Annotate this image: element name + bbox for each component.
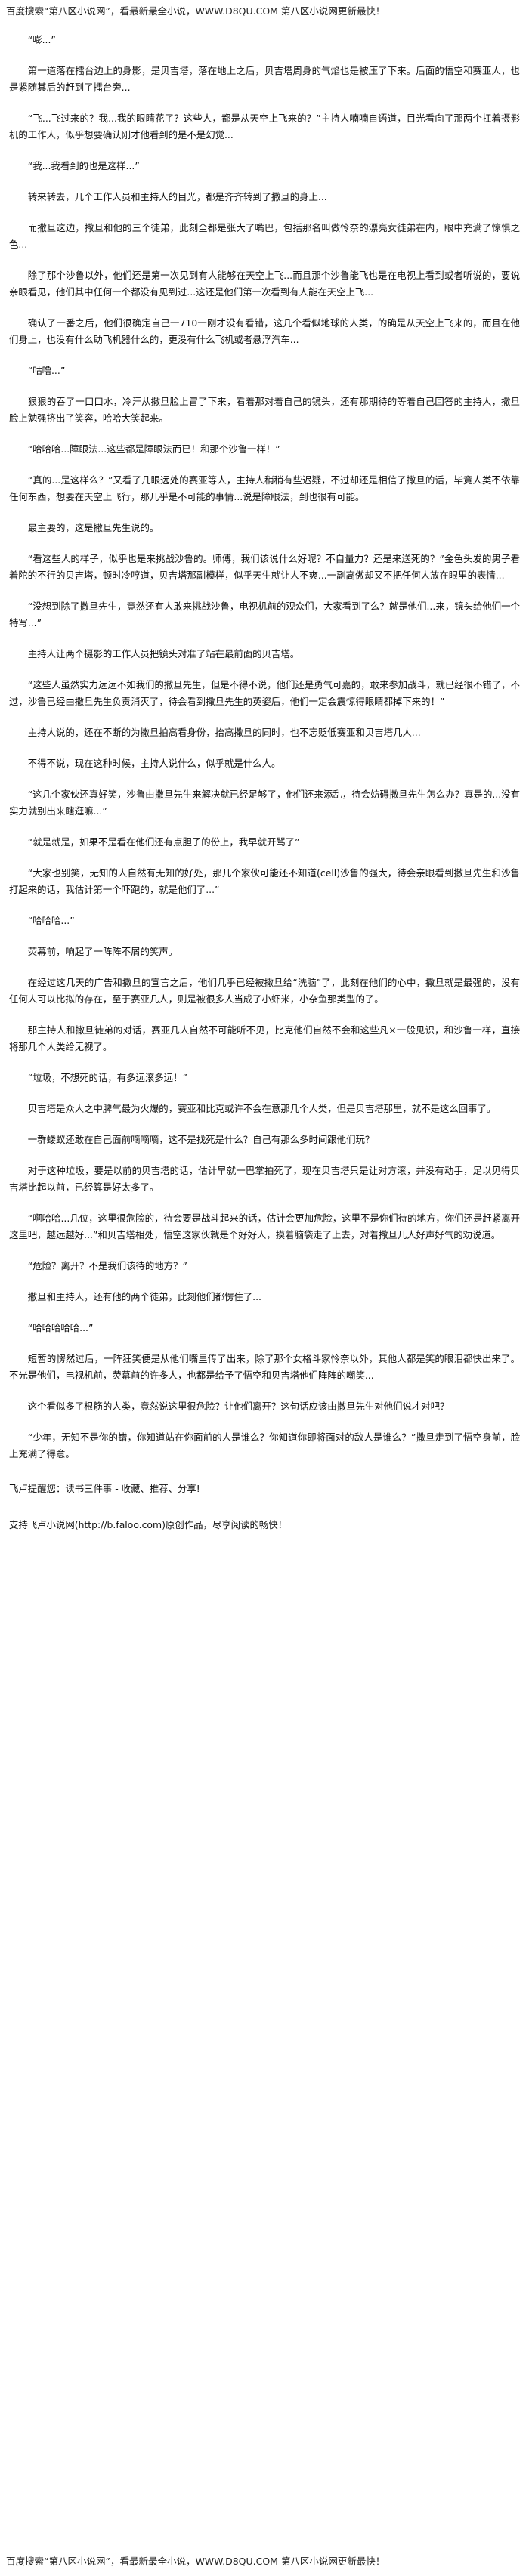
story-paragraph: 撒旦和主持人，还有他的两个徒弟，此刻他们都愣住了... bbox=[27, 1291, 261, 1302]
story-paragraph: 荧幕前，响起了一阵阵不屑的笑声。 bbox=[27, 946, 178, 957]
story-paragraph: “真的...是这样么？”又看了几眼远处的赛亚等人，主持人稍稍有些迟疑，不过却还是… bbox=[9, 474, 520, 502]
faloo-link[interactable]: http://b.faloo.com bbox=[78, 1519, 162, 1530]
top-banner: 百度搜索“第八区小说网”，看最新最全小说，WWW.D8QU.COM 第八区小说网… bbox=[0, 0, 529, 21]
support-suffix: )原创作品，尽享阅读的畅快！ bbox=[162, 1519, 288, 1530]
story-paragraph: 而撒旦这边，撒旦和他的三个徒弟，此刻全都是张大了嘴巴，包括那名叫做怜奈的漂亮女徒… bbox=[9, 222, 520, 250]
story-paragraph: “这些人虽然实力远远不如我们的撒旦先生，但是不得不说，他们还是勇气可嘉的，敢来参… bbox=[9, 679, 520, 707]
story-paragraph: 贝吉塔是众人之中脾气最为火爆的，赛亚和比克或许不会在意那几个人类，但是贝吉塔那里… bbox=[27, 1103, 497, 1114]
story-paragraph: “哈哈哈...” bbox=[27, 915, 75, 926]
story-paragraph: “没想到除了撒旦先生，竟然还有人敢来挑战沙鲁，电视机前的观众们，大家看到了么？就… bbox=[9, 601, 520, 629]
bottom-banner-text: 百度搜索“第八区小说网”，看最新最全小说，WWW.D8QU.COM 第八区小说网… bbox=[6, 2556, 385, 2567]
story-paragraph: “咕噜...” bbox=[27, 365, 66, 376]
support-prefix: 支持飞卢小说网( bbox=[9, 1519, 79, 1530]
story-paragraph: 转来转去，几个工作人员和主持人的目光，都是齐齐转到了撒旦的身上... bbox=[27, 191, 327, 202]
story-paragraph: 短暂的愣然过后，一阵狂笑便是从他们嘴里传了出来，除了那个女格斗家怜奈以外，其他人… bbox=[9, 1353, 520, 1381]
story-paragraph: “少年，无知不是你的错，你知道站在你面前的人是谁么？你知道你即将面对的敌人是谁么… bbox=[9, 1432, 520, 1459]
story-paragraph: 主持人说的，还在不断的为撒旦拍高看身份，抬高撒旦的同时，也不忘贬低赛亚和贝吉塔几… bbox=[27, 727, 421, 738]
story-paragraph: 第一道落在擂台边上的身影，是贝吉塔，落在地上之后，贝吉塔周身的气焰也是被压了下来… bbox=[9, 65, 520, 93]
bottom-banner: 百度搜索“第八区小说网”，看最新最全小说，WWW.D8QU.COM 第八区小说网… bbox=[0, 2547, 529, 2576]
story-paragraph: “嘭...” bbox=[27, 34, 56, 45]
story-paragraph: “垃圾，不想死的话，有多远滚多远！” bbox=[27, 1072, 187, 1083]
story-paragraph: “危险？离开？不是我们该待的地方？” bbox=[27, 1260, 187, 1271]
story-paragraph: 不得不说，现在这种时候，主持人说什么，似乎就是什么人。 bbox=[27, 758, 281, 769]
story-paragraph: 一群蝼蚁还敢在自己面前嘀嘀嘀，这不是找死是什么？自己有那么多时间跟他们玩？ bbox=[27, 1134, 375, 1145]
story-paragraph: 这个看似多了根筋的人类，竟然说这里很危险？让他们离开？这句话应该由撒旦先生对他们… bbox=[27, 1401, 450, 1412]
top-banner-text: 百度搜索“第八区小说网”，看最新最全小说，WWW.D8QU.COM 第八区小说网… bbox=[6, 5, 385, 17]
story-paragraph: “啊哈哈...几位，这里很危险的，待会要是战斗起来的话，估计会更加危险，这里不是… bbox=[9, 1212, 520, 1240]
story-paragraph: 那主持人和撒旦徒弟的对话，赛亚几人自然不可能听不见，比克他们自然不会和这些凡×一… bbox=[9, 1024, 520, 1052]
story-paragraph: 最主要的，这是撒旦先生说的。 bbox=[27, 522, 159, 533]
story-paragraph: “就是就是，如果不是看在他们还有点胆子的份上，我早就开骂了” bbox=[27, 836, 300, 848]
story-paragraph: 在经过这几天的广告和撒旦的宣言之后，他们几乎已经被撒旦给“洗脑”了，此刻在他们的… bbox=[9, 977, 520, 1005]
story-paragraph: “看这些人的样子，似乎也是来挑战沙鲁的。师傅，我们该说什么好呢？不自量力？还是来… bbox=[9, 553, 520, 581]
reading-reminder: 飞卢提醒您：读书三件事 - 收藏、推荐、分享! bbox=[9, 1483, 200, 1494]
story-paragraph: 主持人让两个摄影的工作人员把镜头对准了站在最前面的贝吉塔。 bbox=[27, 648, 300, 659]
story-paragraph: “这几个家伙还真好笑，沙鲁由撒旦先生来解决就已经足够了，他们还来添乱，待会妨碍撒… bbox=[9, 789, 520, 817]
story-paragraph: “哈哈哈哈哈...” bbox=[27, 1322, 94, 1333]
story-paragraph: “我...我看到的也是这样...” bbox=[27, 160, 140, 171]
story-paragraph: “飞...飞过来的？我...我的眼睛花了？这些人，都是从天空上飞来的？”主持人喃… bbox=[9, 113, 520, 141]
story-paragraph: 狠狠的吞了一口口水，冷汗从撒旦脸上冒了下来，看着那对着自己的镜头，还有那期待的等… bbox=[9, 396, 520, 424]
chapter-content: “嘭...” 第一道落在擂台边上的身影，是贝吉塔，落在地上之后，贝吉塔周身的气焰也… bbox=[0, 21, 529, 1534]
story-paragraph: 对于这种垃圾，要是以前的贝吉塔的话，估计早就一巴掌拍死了，现在贝吉塔只是让对方滚… bbox=[9, 1165, 520, 1193]
story-paragraph: “大家也别笑，无知的人自然有无知的好处，那几个家伙可能还不知道(cell)沙鲁的… bbox=[9, 867, 520, 895]
story-paragraph: 除了那个沙鲁以外，他们还是第一次见到有人能够在天空上飞...而且那个沙鲁能飞也是… bbox=[9, 270, 520, 298]
story-paragraph: 确认了一番之后，他们很确定自己一710一刚才没有看错，这几个看似地球的人类，的确… bbox=[9, 317, 520, 345]
support-line: 支持飞卢小说网(http://b.faloo.com)原创作品，尽享阅读的畅快！ bbox=[9, 1517, 520, 1534]
story-paragraph: “哈哈哈...障眼法...这些都是障眼法而已！和那个沙鲁一样！” bbox=[27, 443, 280, 455]
